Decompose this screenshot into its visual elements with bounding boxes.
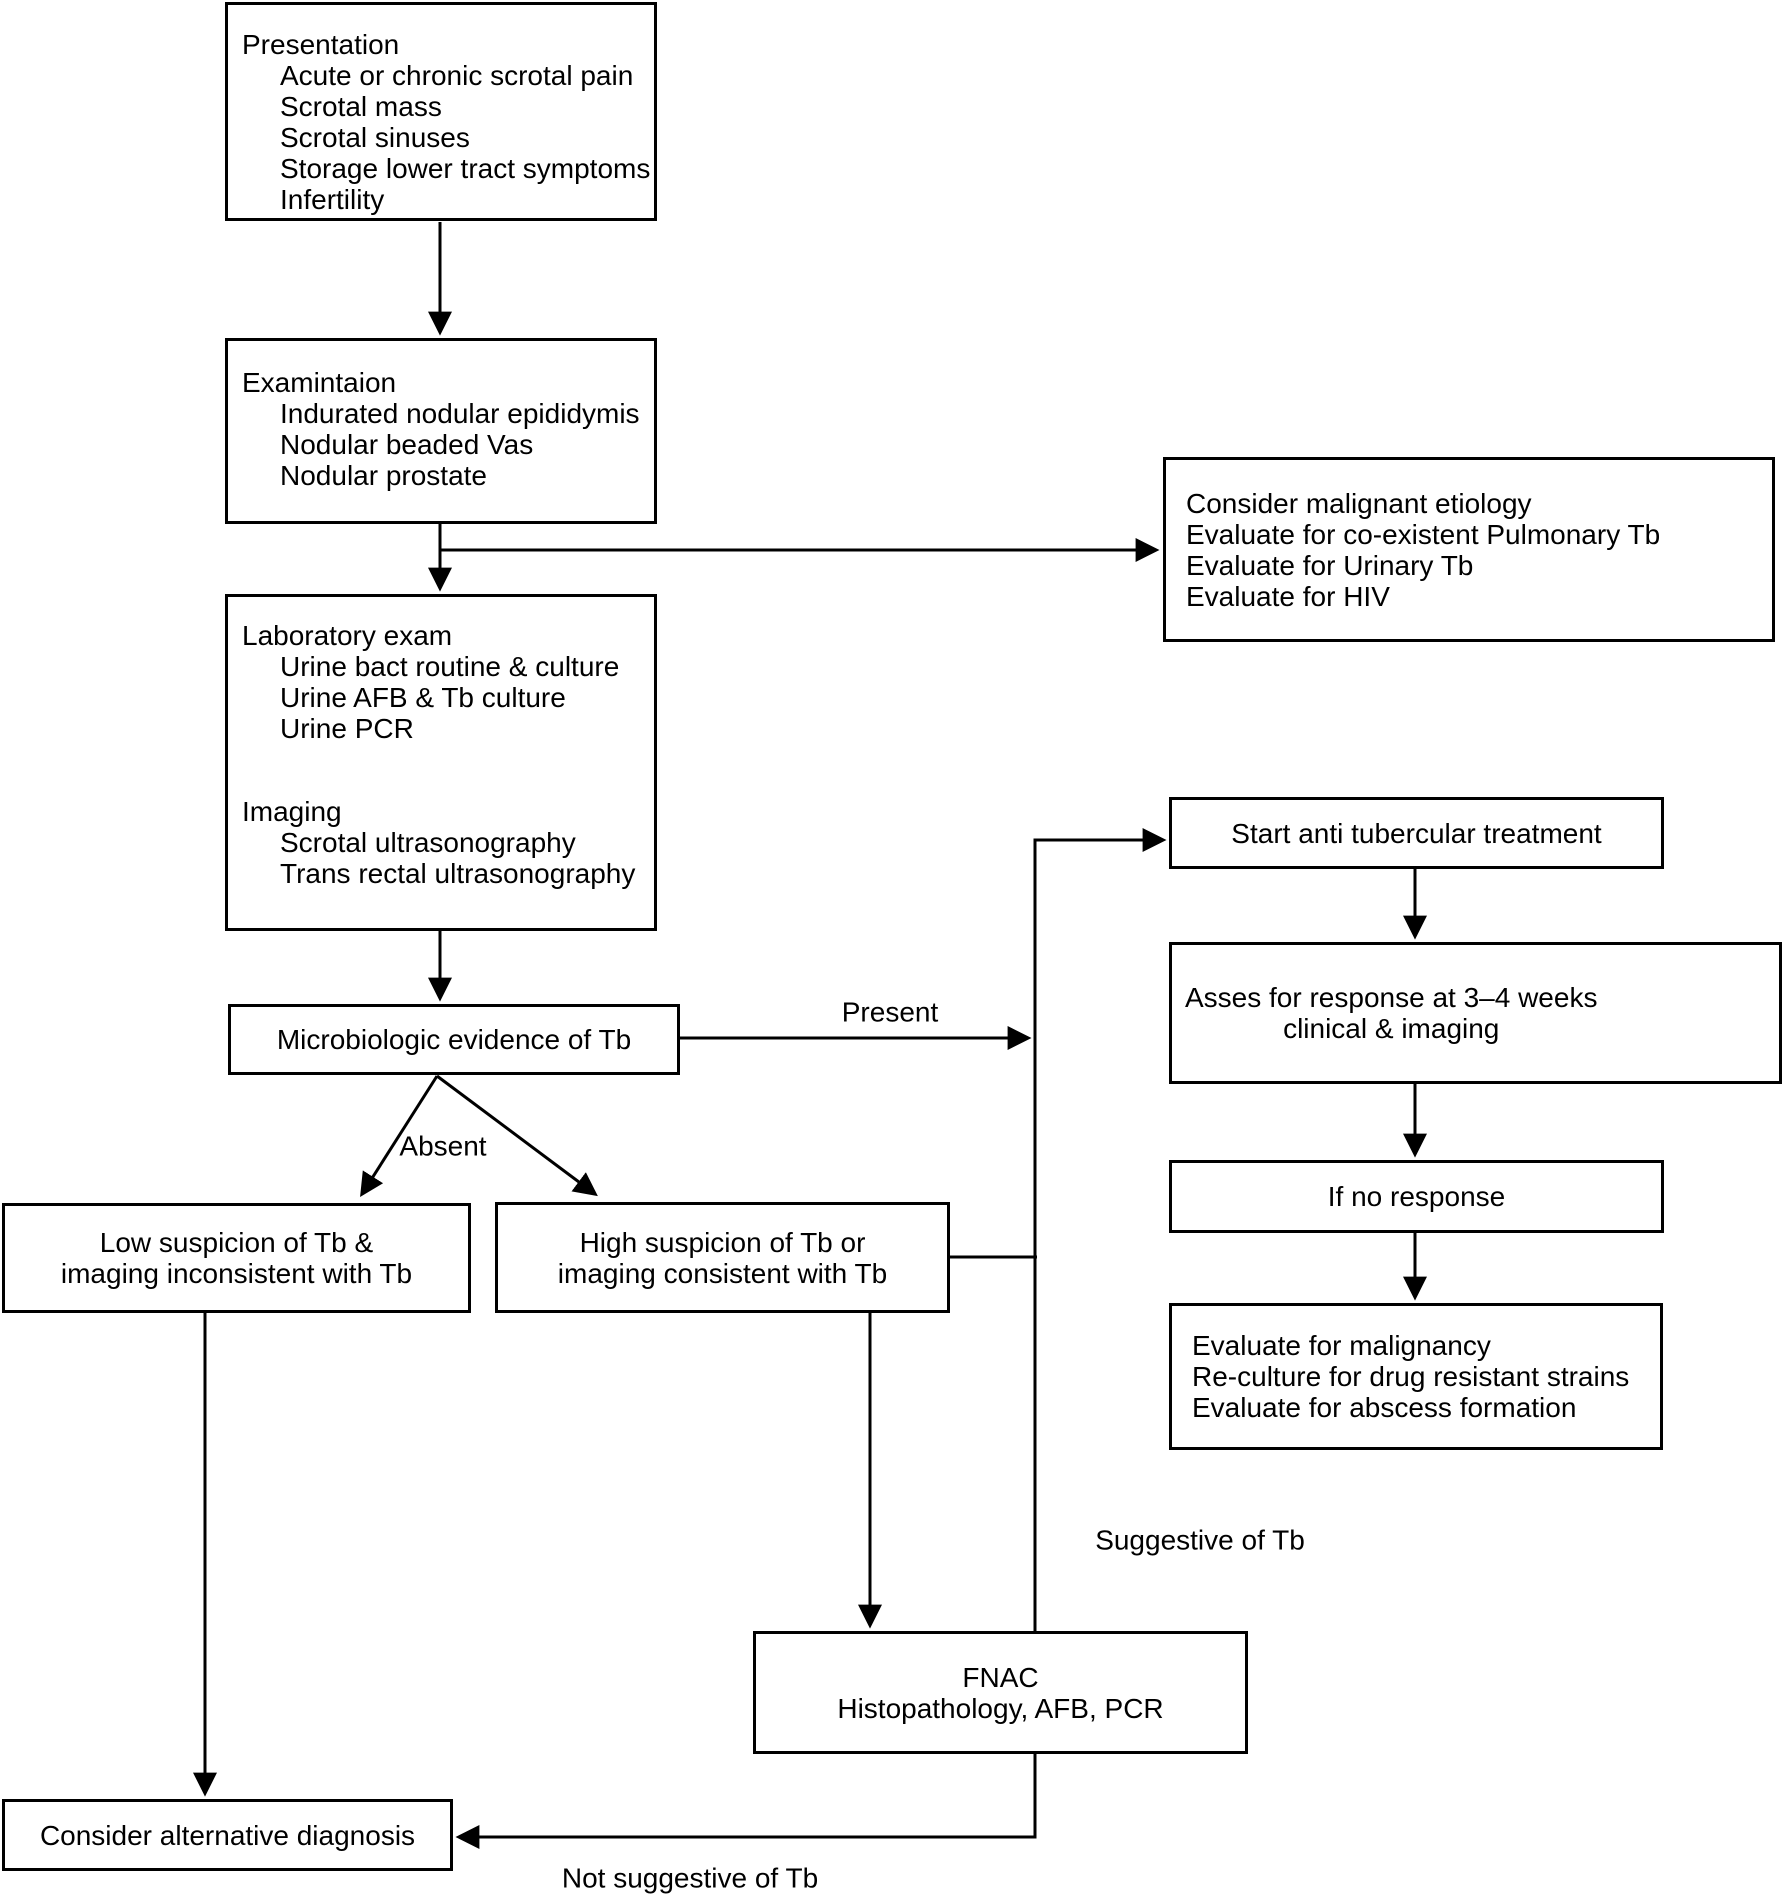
node-item: Trans rectal ultrasonography [280,858,636,889]
node-laboratory-exam: Laboratory exam Urine bact routine & cul… [225,594,657,931]
node-text: Consider alternative diagnosis [39,1819,416,1851]
node-item: Urine bact routine & culture [280,651,620,682]
node-high-suspicion: High suspicion of Tb or imaging consiste… [495,1202,950,1313]
edge-label-suggestive-of-tb: Suggestive of Tb [1095,1524,1305,1556]
node-item: Nodular prostate [280,460,488,491]
node-line: Evaluate for abscess formation [1192,1392,1577,1423]
edge-label-present: Present [841,996,939,1028]
node-line: clinical & imaging [1283,1013,1500,1044]
node-assess-response: Asses for response at 3–4 weeks clinical… [1169,942,1782,1084]
node-title: Examintaion [242,367,397,398]
node-line: FNAC [962,1661,1039,1693]
node-item: Scrotal ultrasonography [280,827,576,858]
node-line: Re-culture for drug resistant strains [1192,1361,1630,1392]
node-item: Scrotal mass [280,91,442,122]
node-item: Infertility [280,184,385,215]
node-subtitle: Imaging [242,796,342,827]
node-line: Low suspicion of Tb & [99,1227,374,1258]
node-microbiologic-evidence: Microbiologic evidence of Tb [228,1004,680,1075]
node-text: If no response [1327,1181,1506,1212]
spacer [228,744,654,796]
node-consider-alternative: Consider alternative diagnosis [2,1799,453,1871]
node-if-no-response: If no response [1169,1160,1664,1233]
node-text: Start anti tubercular treatment [1231,817,1602,849]
node-evaluate-further: Evaluate for malignancy Re-culture for d… [1169,1303,1663,1450]
node-title: Presentation [242,29,400,60]
node-text: Microbiologic evidence of Tb [276,1024,632,1055]
edge-label-not-suggestive-of-tb: Not suggestive of Tb [561,1862,819,1894]
node-line: Consider malignant etiology [1186,487,1532,519]
node-item: Nodular beaded Vas [280,429,534,460]
node-item: Scrotal sinuses [280,122,470,153]
arrow-not-suggestive-to-alternative [455,1754,1037,1849]
arrow-suggestive-to-start-treatment [1033,828,1167,1631]
node-line: Evaluate for co-existent Pulmonary Tb [1186,518,1661,550]
node-line: imaging consistent with Tb [557,1257,888,1289]
node-low-suspicion: Low suspicion of Tb & imaging inconsiste… [2,1203,471,1313]
node-line: imaging inconsistent with Tb [60,1258,413,1289]
node-start-treatment: Start anti tubercular treatment [1169,797,1664,869]
node-item: Storage lower tract symptoms [280,153,651,184]
node-title: Laboratory exam [242,620,453,651]
node-presentation: Presentation Acute or chronic scrotal pa… [225,2,657,221]
node-line: Evaluate for malignancy [1192,1330,1491,1361]
node-item: Urine AFB & Tb culture [280,682,566,713]
node-examination: Examintaion Indurated nodular epididymis… [225,338,657,524]
node-line: Asses for response at 3–4 weeks [1185,982,1598,1013]
node-text-block: Asses for response at 3–4 weeks clinical… [1185,982,1597,1044]
node-line: Evaluate for HIV [1186,580,1390,612]
node-line: High suspicion of Tb or [579,1226,866,1258]
node-item: Acute or chronic scrotal pain [280,60,634,91]
node-item: Urine PCR [280,713,414,744]
node-line: Evaluate for Urinary Tb [1186,549,1474,581]
node-consider-malignant-etiology: Consider malignant etiology Evaluate for… [1163,457,1775,642]
edge-label-absent: Absent [399,1130,487,1162]
node-fnac: FNAC Histopathology, AFB, PCR [753,1631,1248,1754]
node-item: Indurated nodular epididymis [280,398,640,429]
node-line: Histopathology, AFB, PCR [837,1692,1164,1724]
